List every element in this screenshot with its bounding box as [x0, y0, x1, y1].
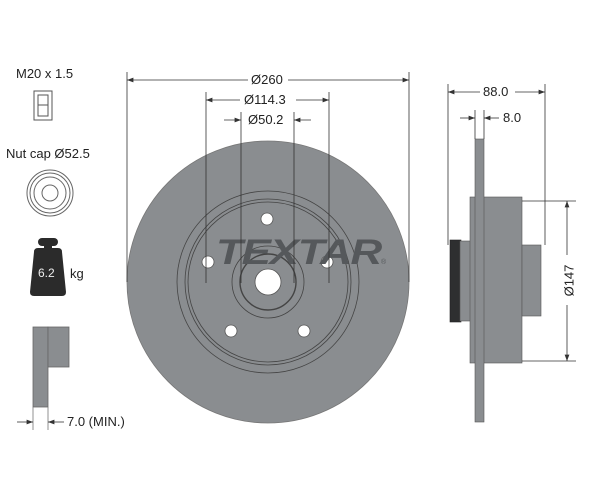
disc-thickness-dim: 8.0 [501, 110, 524, 125]
weight-icon [30, 238, 66, 296]
nut-icon [33, 90, 53, 121]
outer-diameter-dim: Ø260 [249, 72, 285, 87]
nut-cap-label: Nut cap Ø52.5 [6, 146, 90, 161]
center-bore-dim: Ø50.2 [246, 112, 286, 127]
thread-spec-label: M20 x 1.5 [16, 66, 74, 81]
pcd-dim: Ø114.3 [242, 92, 288, 107]
brand-logo: TEXTAR [216, 233, 383, 272]
svg-text:®: ® [381, 258, 387, 266]
weight-unit: kg [70, 266, 84, 281]
dimension-lines-front [126, 72, 410, 283]
min-thickness-section-icon [17, 326, 70, 430]
brake-disc-side-view [449, 138, 542, 423]
min-thickness-label: 7.0 (MIN.) [67, 414, 125, 429]
bolt-holes [201, 212, 334, 338]
nut-cap-icon [26, 169, 74, 217]
overall-height-dim: 88.0 [481, 84, 511, 99]
dimension-lines-side [447, 84, 576, 362]
weight-value: 6.2 [38, 266, 55, 280]
brake-disc-front-view: TEXTAR ® [126, 140, 410, 424]
hub-diameter-dim: Ø147 [561, 262, 577, 299]
